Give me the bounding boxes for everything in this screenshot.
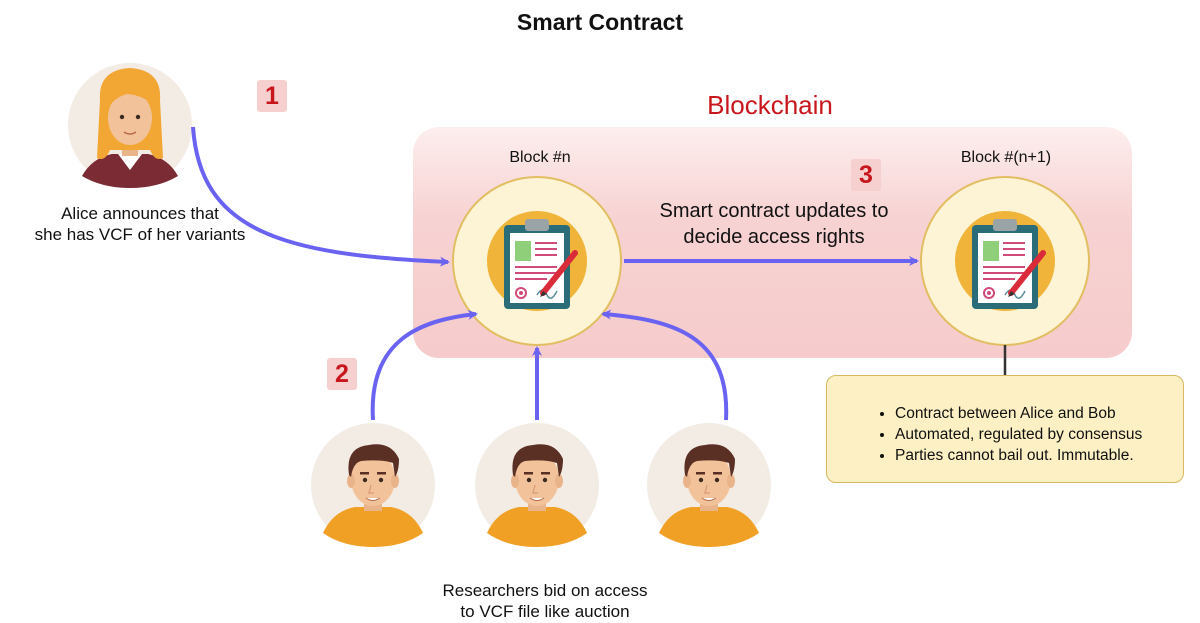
researcher-right-arrow — [601, 309, 729, 421]
contract-clipboard-icon — [487, 211, 587, 311]
researcher-avatar-icon — [310, 422, 436, 548]
block-n-node — [452, 176, 622, 346]
contract-note-item: Contract between Alice and Bob — [895, 403, 1183, 424]
contract-notes-box: Contract between Alice and Bob Automated… — [826, 375, 1184, 483]
step-1-badge: 1 — [257, 80, 287, 112]
researcher-left-arrow — [370, 309, 478, 421]
researchers-caption: Researchers bid on access to VCF file li… — [400, 580, 690, 622]
update-caption-line-2: decide access rights — [683, 226, 865, 248]
contract-notes-list: Contract between Alice and Bob Automated… — [827, 403, 1183, 466]
researchers-caption-line-1: Researchers bid on access — [442, 581, 648, 600]
alice-avatar — [68, 63, 192, 188]
alice-caption-line-1: Alice announces that — [61, 204, 219, 223]
contract-note-item: Automated, regulated by consensus — [895, 424, 1183, 445]
block-n-label: Block #n — [509, 149, 571, 166]
diagram-title: Smart Contract — [516, 9, 684, 35]
blockchain-label: Blockchain — [707, 90, 833, 120]
researcher-avatar-icon — [474, 422, 600, 548]
alice-to-block-arrow — [191, 126, 450, 267]
step-2-badge: 2 — [327, 358, 357, 390]
researchers-caption-line-2: to VCF file like auction — [460, 602, 630, 621]
researcher-avatar-icon — [646, 422, 772, 548]
contract-clipboard-icon — [955, 211, 1055, 311]
alice-caption: Alice announces that she has VCF of her … — [10, 203, 270, 245]
step-3-badge: 3 — [851, 159, 881, 191]
contract-note-item: Parties cannot bail out. Immutable. — [895, 445, 1183, 466]
update-caption-line-1: Smart contract updates to — [659, 200, 889, 222]
block-n-plus-1-node — [920, 176, 1090, 346]
update-caption: Smart contract updates to decide access … — [624, 198, 924, 250]
block-n-plus-1-label: Block #(n+1) — [960, 149, 1052, 166]
alice-caption-line-2: she has VCF of her variants — [34, 225, 246, 244]
